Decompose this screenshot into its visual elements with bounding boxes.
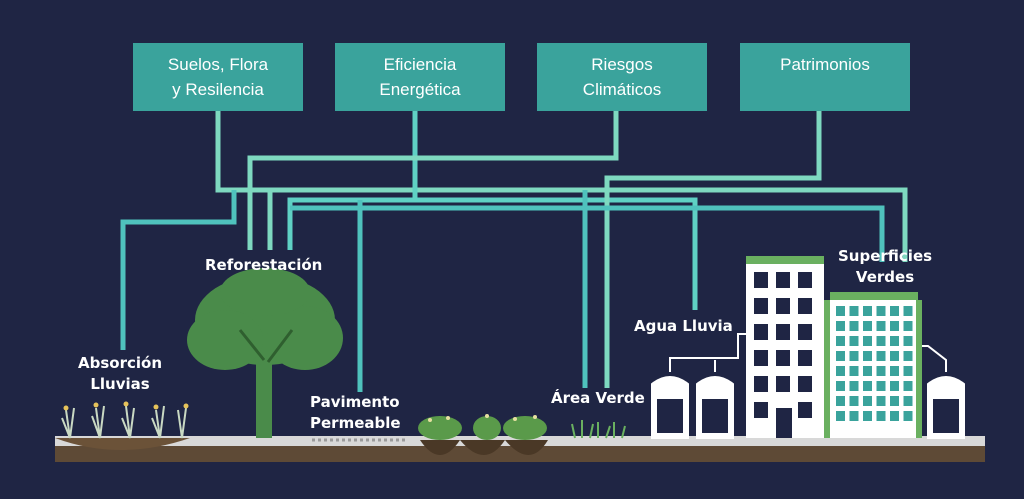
building-window <box>903 306 913 316</box>
building-window <box>836 366 845 376</box>
connector-eficiencia <box>287 111 418 250</box>
building-green <box>824 292 922 438</box>
tree-reforestacion <box>187 268 343 438</box>
building-window <box>776 324 790 340</box>
building-window <box>890 411 899 421</box>
building-window <box>798 298 812 314</box>
building-window <box>863 396 872 406</box>
building-tall <box>746 256 824 438</box>
soil-mounds <box>420 440 548 455</box>
building-window <box>890 396 899 406</box>
label-reforestacion: Reforestación <box>205 256 323 274</box>
building-window <box>849 411 859 421</box>
building-window <box>798 272 812 288</box>
water-tanks <box>651 333 965 439</box>
building-window <box>776 272 790 288</box>
building-window <box>903 411 913 421</box>
building-window <box>863 336 872 346</box>
building-window <box>849 366 859 376</box>
building-window <box>754 272 768 288</box>
label-area-verde: Área Verde <box>551 389 645 407</box>
category-eficiencia: Eficiencia Energética <box>335 43 505 111</box>
building-window <box>890 351 899 361</box>
label-absorcion: Absorción Lluvias <box>78 354 162 393</box>
building-window <box>836 336 845 346</box>
building-window <box>776 298 790 314</box>
building-window <box>863 306 872 316</box>
building-window <box>863 381 872 391</box>
label-agua-lluvia: Agua Lluvia <box>634 317 733 335</box>
building-window <box>876 381 886 391</box>
category-riesgos: Riesgos Climáticos <box>537 43 707 111</box>
building-window <box>863 321 872 331</box>
building-window <box>903 351 913 361</box>
building-window <box>798 350 812 366</box>
connector-suelos <box>215 111 908 262</box>
building-window <box>876 306 886 316</box>
category-suelos: Suelos, Flora y Resilencia <box>133 43 303 111</box>
building-window <box>863 411 872 421</box>
building-window <box>798 324 812 340</box>
connector-lines <box>120 111 908 392</box>
building-window <box>776 350 790 366</box>
building-window <box>798 376 812 392</box>
building-window <box>876 336 886 346</box>
soil-bowl-left <box>55 438 190 450</box>
building-window <box>849 321 859 331</box>
building-window <box>754 402 768 418</box>
building-window <box>890 306 899 316</box>
connector-eficiencia-right <box>415 197 698 310</box>
building-window <box>754 324 768 340</box>
connector-riesgos <box>247 111 619 250</box>
building-window <box>836 351 845 361</box>
building-window <box>890 321 899 331</box>
label-superficies-verdes: Superficies Verdes <box>838 247 933 286</box>
category-patrimonios: Patrimonios <box>740 43 910 111</box>
building-window <box>876 396 886 406</box>
building-window <box>836 306 845 316</box>
building-window <box>903 336 913 346</box>
grass-flowers <box>63 401 189 411</box>
bush-flowers <box>428 414 537 422</box>
building-window <box>863 351 872 361</box>
label-pavimento: Pavimento Permeable <box>310 393 401 432</box>
building-window <box>754 376 768 392</box>
building-window <box>890 366 899 376</box>
building-window <box>754 350 768 366</box>
building-window <box>849 336 859 346</box>
building-window <box>903 366 913 376</box>
grass-absorcion <box>61 405 187 439</box>
building-window <box>890 336 899 346</box>
building-window <box>876 351 886 361</box>
connector-patrimonios <box>604 111 822 388</box>
building-window <box>890 381 899 391</box>
building-window <box>754 298 768 314</box>
building-window <box>903 396 913 406</box>
connector-suelos-absorcion <box>120 190 237 350</box>
building-window <box>903 321 913 331</box>
building-window <box>863 366 872 376</box>
bushes-pavimento <box>418 416 547 440</box>
ground-soil <box>55 446 985 462</box>
building-window <box>849 306 859 316</box>
building-window <box>876 411 886 421</box>
building-window <box>798 402 812 418</box>
building-window <box>876 321 886 331</box>
building-window <box>849 351 859 361</box>
building-window <box>876 366 886 376</box>
building-window <box>776 376 790 392</box>
connector-superficies <box>290 205 885 262</box>
building-window <box>903 381 913 391</box>
building-window <box>836 396 845 406</box>
building-window <box>849 396 859 406</box>
building-window <box>836 381 845 391</box>
building-window <box>836 321 845 331</box>
grass-area-verde <box>571 420 626 439</box>
building-window <box>836 411 845 421</box>
building-window <box>849 381 859 391</box>
